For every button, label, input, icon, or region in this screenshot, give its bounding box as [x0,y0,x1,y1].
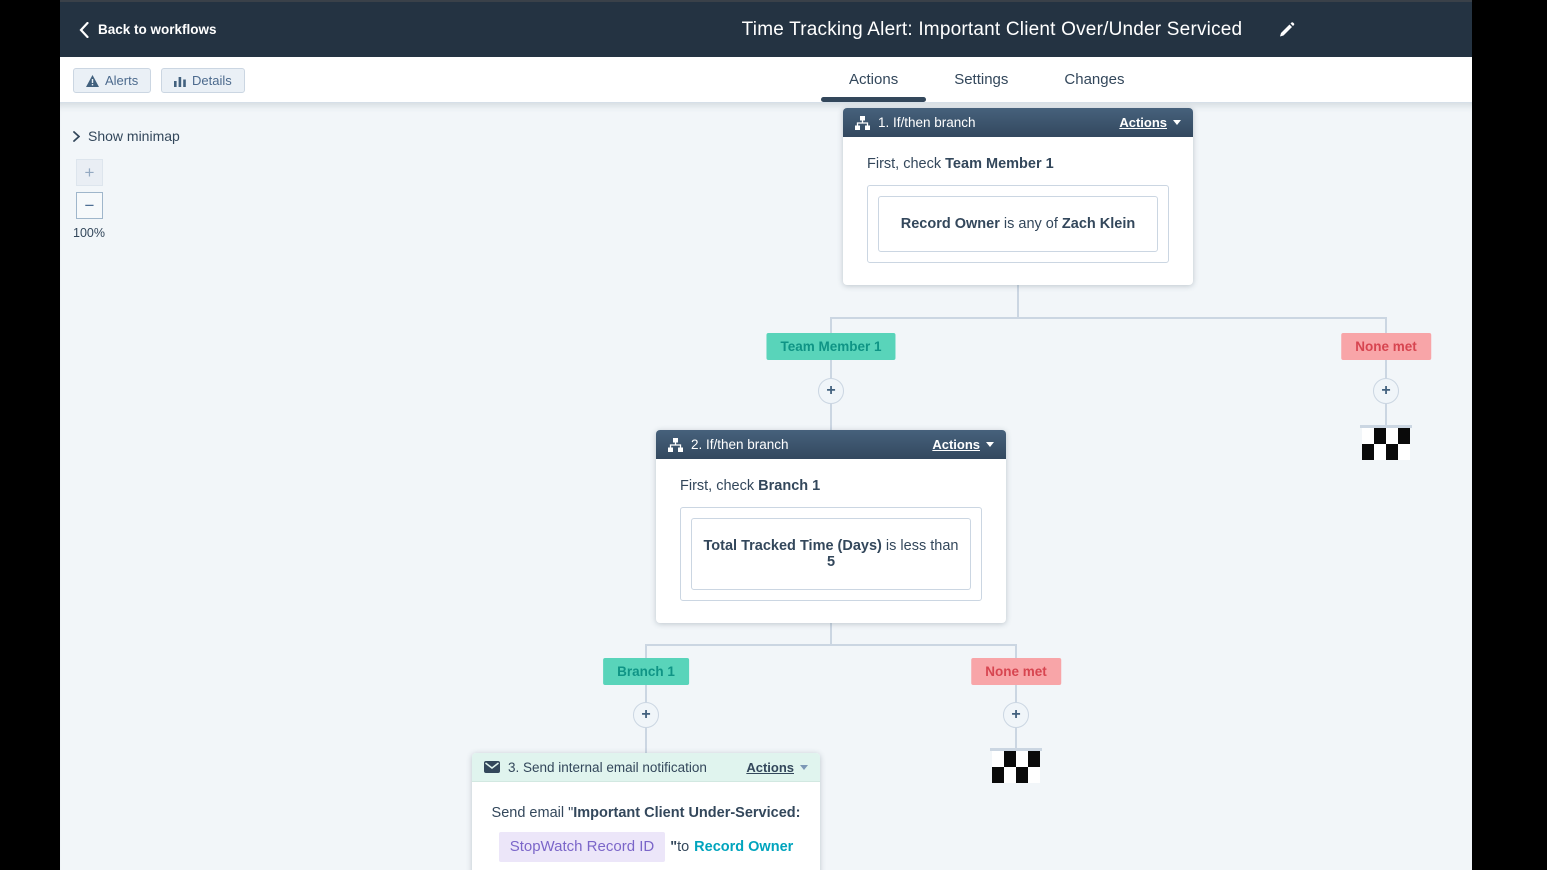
node-3-line-2: StopWatch Record ID " to Record Owner [486,832,806,862]
chevron-right-icon [73,130,80,142]
node-1-body: First, check Team Member 1 Record Owner … [843,137,1193,285]
minus-icon: − [84,195,95,215]
node-2-criteria-group: Total Tracked Time (Days) is less than 5 [680,507,982,601]
connector-line [830,317,1387,319]
node-2-if-then-branch[interactable]: 2. If/then branch Actions First, check B… [656,430,1006,623]
connector-end-cap [990,748,1042,751]
chevron-down-icon [1173,120,1181,125]
node-3-actions-menu[interactable]: Actions [746,760,808,775]
tab-bar: Alerts Details Actions Settings Changes [60,57,1472,103]
plus-icon: + [1011,706,1021,723]
node-1-actions-menu[interactable]: Actions [1119,115,1181,130]
chevron-down-icon [800,764,808,770]
top-bar: Back to workflows Time Tracking Alert: I… [60,0,1472,57]
connector-end-cap [1360,425,1412,428]
personalization-token[interactable]: StopWatch Record ID [498,832,666,862]
details-label: Details [192,73,232,88]
edit-title-pencil-icon[interactable] [1278,21,1295,38]
zoom-level: 100% [73,226,105,240]
plus-icon: + [1381,382,1391,399]
tab-settings[interactable]: Settings [954,57,1008,102]
node-3-title: 3. Send internal email notification [508,759,707,775]
alert-triangle-icon [86,74,99,87]
checkered-flag-icon [992,751,1040,783]
node-3-body: Send email "Important Client Under-Servi… [472,782,820,870]
recipient-link[interactable]: Record Owner [694,838,794,855]
bar-chart-icon [174,75,186,87]
tab-actions-label: Actions [849,71,899,88]
if-then-branch-icon [668,437,683,452]
plus-icon: + [826,382,836,399]
alerts-button[interactable]: Alerts [73,68,152,93]
workflow-title: Time Tracking Alert: Important Client Ov… [741,18,1243,40]
node-2-header: 2. If/then branch Actions [656,430,1006,459]
details-button[interactable]: Details [161,68,245,93]
tab-changes-label: Changes [1064,71,1125,88]
node-2-intro: First, check Branch 1 [680,478,821,494]
back-to-workflows-link[interactable]: Back to workflows [79,21,217,38]
chevron-left-icon [79,21,89,38]
branch-label-team-member-1: Team Member 1 [766,333,896,360]
connector-line [1385,318,1387,333]
node-2-body: First, check Branch 1 Total Tracked Time… [656,459,1006,623]
connector-line [830,604,832,645]
workflow-app: Back to workflows Time Tracking Alert: I… [60,0,1472,870]
node-3-send-email[interactable]: 3. Send internal email notification Acti… [472,753,820,870]
node-1-criteria: Record Owner is any of Zach Klein [878,196,1158,252]
show-minimap-label: Show minimap [88,128,180,144]
add-action-button[interactable]: + [1003,702,1029,728]
plus-icon: + [641,706,651,723]
if-then-branch-icon [855,115,870,130]
add-action-button[interactable]: + [633,702,659,728]
node-1-criteria-group: Record Owner is any of Zach Klein [867,185,1169,263]
node-2-actions-menu[interactable]: Actions [932,437,994,452]
branch-label-none-met-1: None met [1341,333,1431,360]
alerts-label: Alerts [105,73,139,88]
node-1-header: 1. If/then branch Actions [843,108,1193,137]
connector-line [645,644,1017,646]
plus-icon: + [84,162,95,182]
branch-label-none-met-2: None met [971,658,1061,685]
zoom-in-button[interactable]: + [76,159,103,186]
node-2-criteria: Total Tracked Time (Days) is less than 5 [691,518,971,590]
connector-line [645,645,647,658]
tab-changes[interactable]: Changes [1064,57,1124,102]
show-minimap-toggle[interactable]: Show minimap [73,128,180,144]
branch-label-branch-1: Branch 1 [603,658,689,685]
email-icon [484,761,500,773]
chevron-down-icon [986,442,994,447]
node-1-title: 1. If/then branch [878,115,976,130]
tab-settings-label: Settings [954,71,1009,88]
node-1-if-then-branch[interactable]: 1. If/then branch Actions First, check T… [843,108,1193,285]
workflow-canvas[interactable]: Show minimap + − 100% Team Member 1 None… [60,103,1472,870]
node-3-line-1: Send email "Important Client Under-Servi… [491,805,801,821]
node-1-intro: First, check Team Member 1 [867,156,1054,172]
node-2-title: 2. If/then branch [691,437,789,452]
actions-label: Actions [932,437,980,452]
zoom-out-button[interactable]: − [76,192,103,219]
back-label: Back to workflows [98,22,217,37]
connector-line [1017,281,1019,318]
node-3-header: 3. Send internal email notification Acti… [472,753,820,782]
connector-line [830,318,832,333]
actions-label: Actions [1119,115,1167,130]
add-action-button[interactable]: + [1373,378,1399,404]
add-action-button[interactable]: + [818,378,844,404]
actions-label: Actions [746,759,794,775]
checkered-flag-icon [1362,428,1410,460]
connector-line [1015,645,1017,658]
tab-actions[interactable]: Actions [820,57,927,102]
tab-group: Actions Settings Changes [820,57,1124,102]
